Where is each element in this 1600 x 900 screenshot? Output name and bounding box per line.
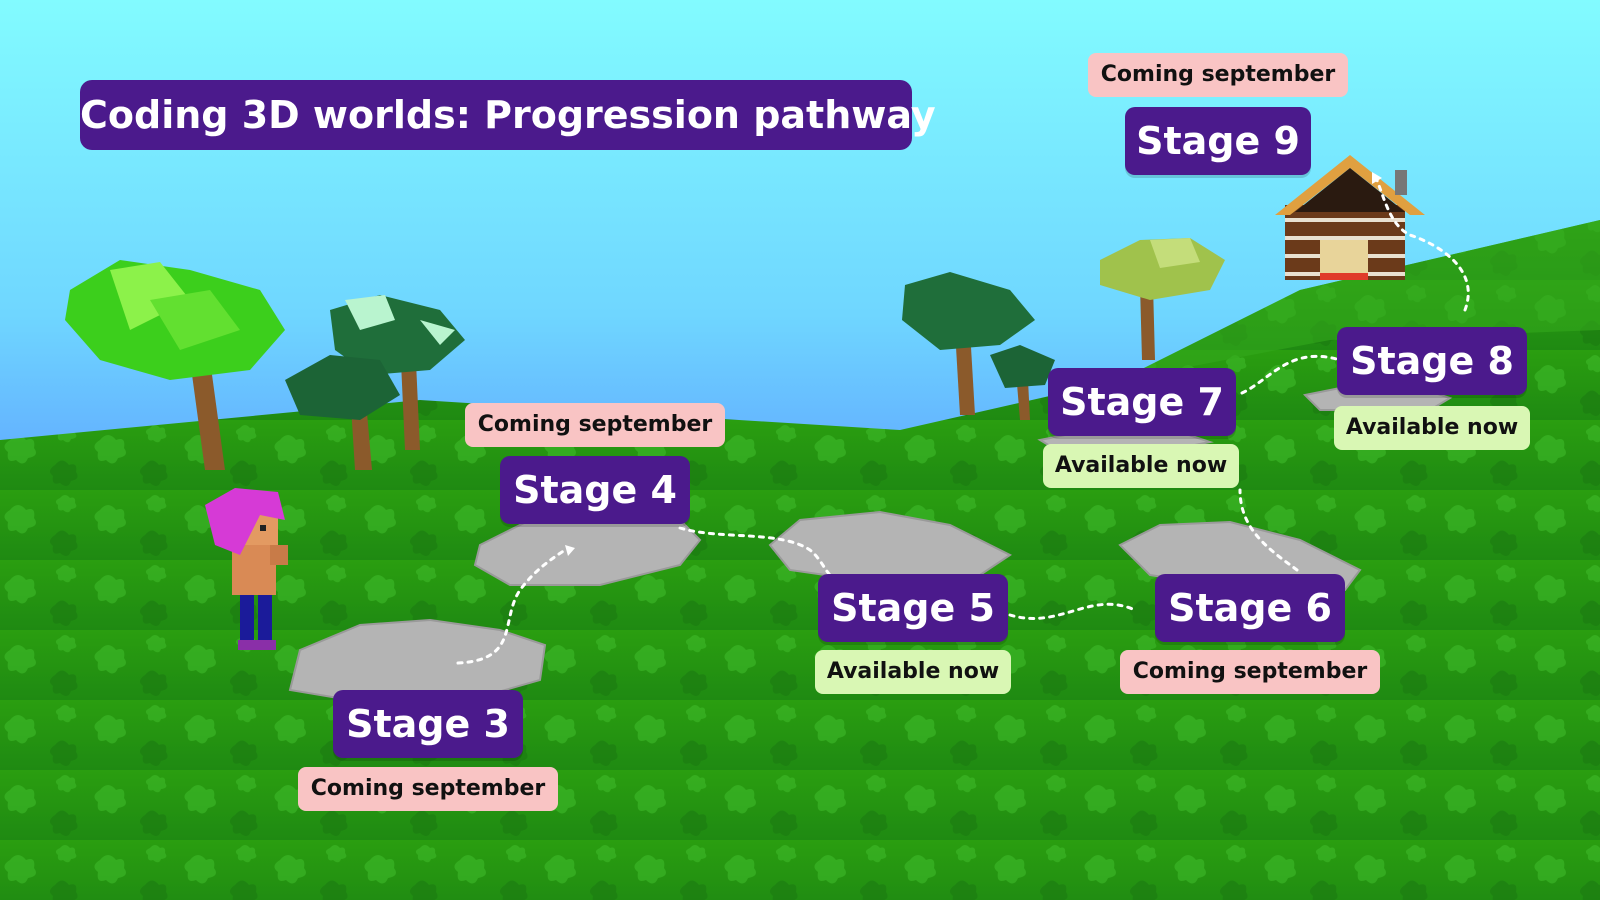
path-arrow	[1372, 172, 1382, 184]
stage-6-status-badge: Coming september	[1120, 650, 1380, 694]
stage-4-label[interactable]: Stage 4	[500, 456, 690, 524]
hill	[1120, 220, 1600, 380]
tree-left-dark	[285, 295, 465, 470]
tree-hill	[1100, 238, 1225, 360]
stage-8-status-badge: Available now	[1334, 406, 1530, 450]
player-character	[205, 488, 288, 650]
stage-9-label[interactable]: Stage 9	[1125, 107, 1311, 175]
path-arrow	[565, 545, 575, 556]
stage-9-status-badge: Coming september	[1088, 53, 1348, 97]
stone-stage-5	[768, 510, 1012, 582]
stepping-stones	[288, 387, 1453, 707]
tree-middle-dark	[902, 272, 1055, 420]
stage-5-label[interactable]: Stage 5	[818, 574, 1008, 642]
stage-4-status-badge: Coming september	[465, 403, 725, 447]
log-cabin	[1275, 155, 1425, 280]
stage-3-label[interactable]: Stage 3	[333, 690, 523, 758]
tree-left-large	[65, 260, 285, 470]
stage-7-status-badge: Available now	[1043, 444, 1239, 488]
stage-3-status-badge: Coming september	[298, 767, 558, 811]
page-title: Coding 3D worlds: Progression pathway	[80, 80, 936, 150]
stage-6-label[interactable]: Stage 6	[1155, 574, 1345, 642]
pathway-dots	[456, 173, 1470, 665]
stage-8-label[interactable]: Stage 8	[1337, 327, 1527, 395]
stage-7-label[interactable]: Stage 7	[1048, 368, 1236, 436]
stage-5-status-badge: Available now	[815, 650, 1011, 694]
